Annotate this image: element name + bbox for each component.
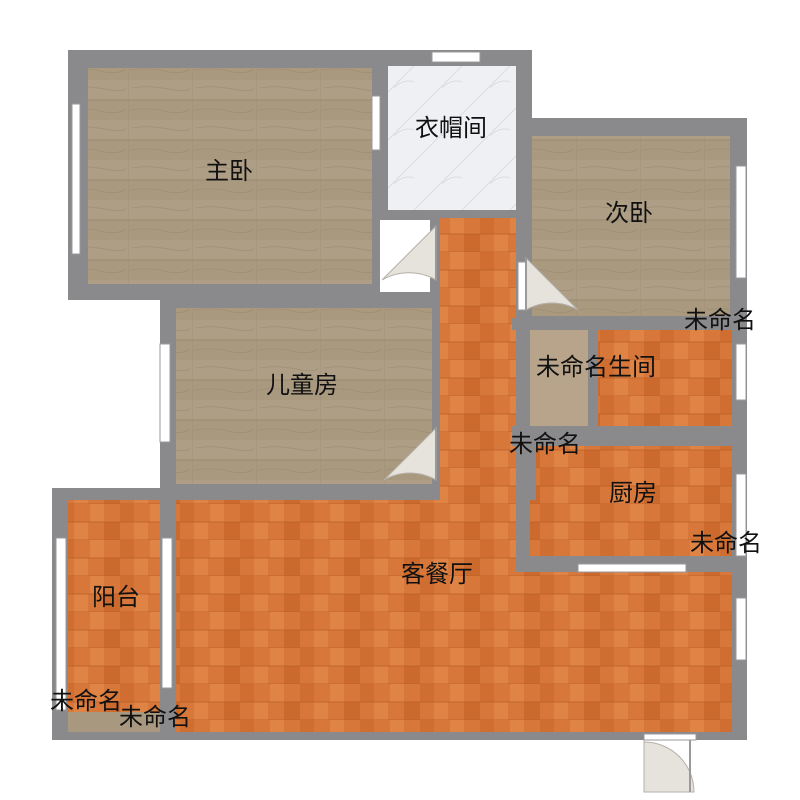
- label-unnamed-a: 未命名: [684, 306, 756, 334]
- corridor-floor: [440, 218, 516, 508]
- bathroom-right-floor: [598, 328, 732, 426]
- label-second-bedroom: 次卧: [605, 199, 653, 227]
- door-panels: [435, 226, 691, 792]
- label-unnamed-b: 未命名: [509, 430, 581, 458]
- cloakroom-floor: [388, 66, 516, 210]
- label-balcony: 阳台: [92, 583, 140, 611]
- label-unnamed-d: 未命名: [50, 687, 122, 715]
- living-lower-floor: [516, 572, 732, 732]
- label-cloakroom: 衣帽间: [415, 114, 487, 142]
- label-living-dining: 客餐厅: [401, 560, 473, 588]
- label-bathroom: 未命名生间: [536, 353, 656, 381]
- balcony-floor: [68, 500, 160, 732]
- label-master-bedroom: 主卧: [205, 157, 253, 185]
- windows: [55, 51, 747, 711]
- bathroom-left-floor: [530, 330, 592, 426]
- door-swings: [381, 224, 695, 793]
- entry-door-frame: [643, 733, 697, 741]
- label-kids-room: 儿童房: [266, 371, 338, 399]
- label-unnamed-e: 未命名: [119, 703, 191, 731]
- label-kitchen: 厨房: [609, 479, 657, 507]
- master-bedroom-floor: [88, 68, 372, 284]
- label-unnamed-c: 未命名: [690, 529, 762, 557]
- kids-room-floor: [176, 308, 432, 484]
- balcony-corner-floor: [68, 712, 160, 732]
- second-bedroom-floor: [532, 136, 730, 316]
